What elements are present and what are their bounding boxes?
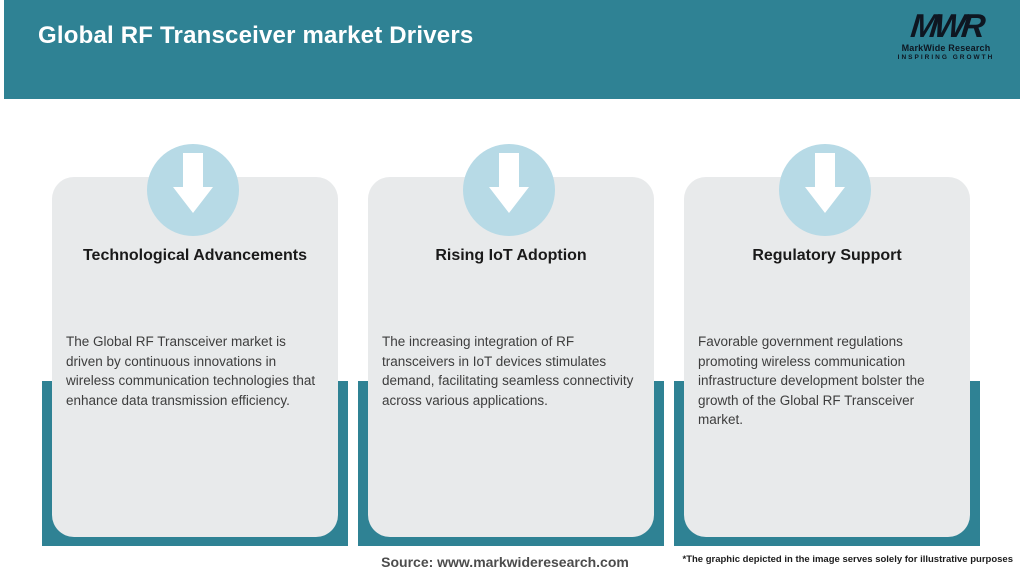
driver-card: Technological Advancements The Global RF…: [52, 177, 338, 537]
source-text: Source: www.markwideresearch.com: [381, 554, 629, 570]
down-arrow-icon: [805, 153, 845, 213]
card-title: Regulatory Support: [752, 247, 902, 264]
down-arrow-icon: [489, 153, 529, 213]
card-title: Technological Advancements: [82, 247, 308, 264]
driver-card: Regulatory Support Favorable government …: [684, 177, 970, 537]
card-description: The increasing integration of RF transce…: [382, 334, 634, 408]
logo-name: MarkWide Research: [901, 43, 991, 53]
markwide-research-logo: MWR MarkWide Research INSPIRING GROWTH: [886, 7, 1006, 62]
down-arrow-icon: [173, 153, 213, 213]
down-arrow-badge: [463, 144, 555, 236]
card-description: The Global RF Transceiver market is driv…: [66, 334, 316, 408]
header-bar: Global RF Transceiver market Drivers MWR…: [4, 0, 1020, 99]
down-arrow-badge: [779, 144, 871, 236]
logo-tagline: INSPIRING GROWTH: [897, 54, 995, 61]
driver-card: Rising IoT Adoption The increasing integ…: [368, 177, 654, 537]
down-arrow-badge: [147, 144, 239, 236]
page-title: Global RF Transceiver market Drivers: [38, 22, 474, 49]
card-description: Favorable government regulations promoti…: [698, 334, 925, 427]
card-title: Rising IoT Adoption: [435, 247, 587, 264]
logo-monogram: MWR: [908, 7, 984, 44]
disclaimer-text: *The graphic depicted in the image serve…: [682, 554, 1014, 565]
